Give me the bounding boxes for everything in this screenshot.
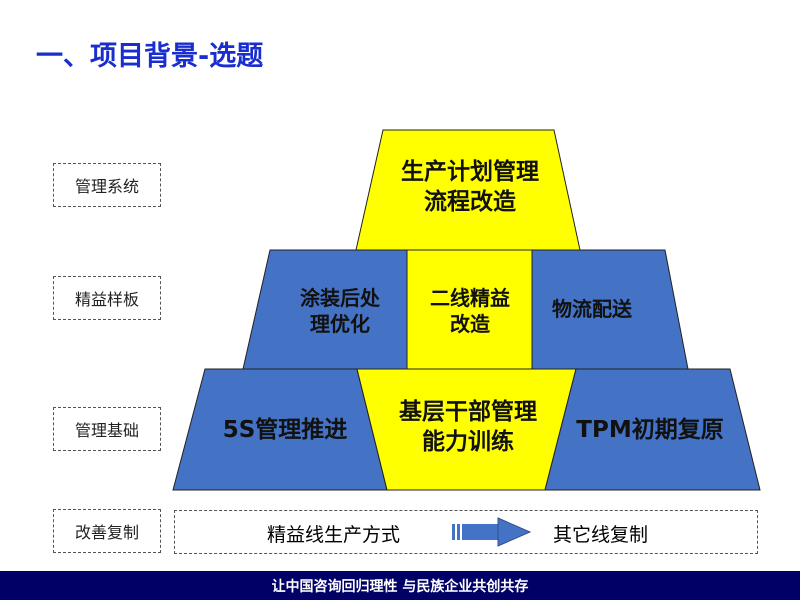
label-management-foundation: 管理基础 bbox=[53, 407, 161, 451]
middle-right-text: 物流配送 bbox=[552, 297, 632, 321]
middle-left-text: 涂装后处理优化 bbox=[300, 286, 380, 336]
base-right-text: TPM初期复原 bbox=[576, 417, 724, 443]
arrow-icon bbox=[452, 517, 532, 547]
label-management-system: 管理系统 bbox=[53, 163, 161, 207]
replication-box: 精益线生产方式 其它线复制 bbox=[174, 510, 758, 554]
label-lean-model: 精益样板 bbox=[53, 276, 161, 320]
footer-banner: 让中国咨询回归理性 与民族企业共创共存 bbox=[0, 571, 800, 600]
page-title: 一、项目背景-选题 bbox=[36, 41, 264, 72]
middle-center-text: 二线精益改造 bbox=[430, 286, 510, 336]
base-left-text: 5S管理推进 bbox=[222, 417, 348, 443]
label-improvement-replication: 改善复制 bbox=[53, 509, 161, 553]
base-center-text: 基层干部管理能力训练 bbox=[399, 399, 537, 455]
to-text: 其它线复制 bbox=[553, 524, 649, 546]
base-right-block bbox=[544, 368, 761, 491]
from-text: 精益线生产方式 bbox=[267, 524, 401, 546]
top-text: 生产计划管理流程改造 bbox=[401, 159, 539, 215]
